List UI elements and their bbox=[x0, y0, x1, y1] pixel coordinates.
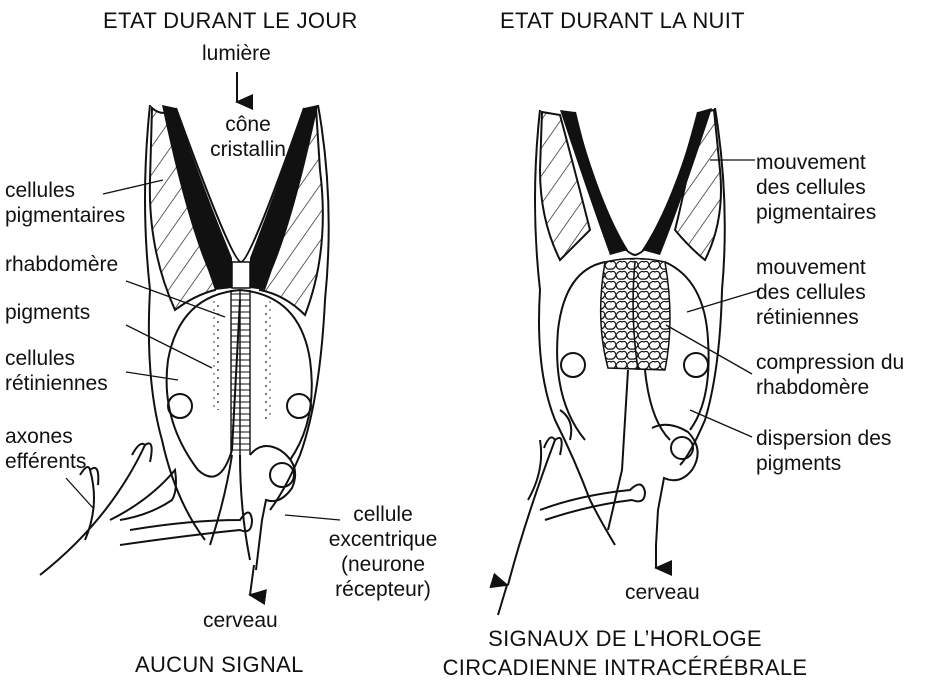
eccentric-cell-label-line1: cellule bbox=[320, 502, 446, 527]
cone-label-line1: cône bbox=[208, 112, 288, 137]
retinal-cells-label-line1: cellules bbox=[5, 346, 108, 371]
pigment-movement-label-line1: mouvement bbox=[756, 150, 876, 175]
night-caption: SIGNAUX DE L’HORLOGE CIRCADIENNE INTRACÉ… bbox=[420, 624, 830, 682]
night-retinal-nucleus-left bbox=[561, 353, 585, 377]
light-label: lumière bbox=[202, 41, 271, 66]
retinal-cells-label-line2: rétiniennes bbox=[5, 371, 108, 396]
night-caption-line2: CIRCADIENNE INTRACÉRÉBRALE bbox=[420, 653, 830, 682]
night-title: ETAT DURANT LA NUIT bbox=[500, 8, 745, 34]
eccentric-cell-label-line2: excentrique bbox=[320, 527, 446, 552]
pigment-cells-label-line2: pigmentaires bbox=[5, 203, 125, 228]
retinal-movement-label-line2: des cellules bbox=[756, 280, 866, 305]
efferent-axons-label: axones efférents bbox=[5, 424, 86, 474]
pigment-dispersion-label-line1: dispersion des bbox=[756, 426, 891, 451]
pigment-dispersion-label: dispersion des pigments bbox=[756, 426, 891, 476]
day-caption: AUCUN SIGNAL bbox=[135, 652, 304, 678]
night-retinal-nucleus-right bbox=[684, 353, 708, 377]
night-caption-line1: SIGNAUX DE L’HORLOGE bbox=[420, 624, 830, 653]
pigment-movement-label: mouvement des cellules pigmentaires bbox=[756, 150, 876, 225]
eccentric-cell-label: cellule excentrique (neurone récepteur) bbox=[320, 502, 446, 602]
pigment-cells-label-line1: cellules bbox=[5, 178, 125, 203]
retinal-cells-label: cellules rétiniennes bbox=[5, 346, 108, 396]
pigment-movement-label-line3: pigmentaires bbox=[756, 200, 876, 225]
night-pigment-cell-left bbox=[540, 112, 590, 260]
day-pigment-granules-left bbox=[212, 300, 220, 410]
rhabdomere-label: rhabdomère bbox=[5, 252, 118, 277]
pigment-movement-label-line2: des cellules bbox=[756, 175, 876, 200]
day-title: ETAT DURANT LE JOUR bbox=[103, 8, 358, 34]
rhabdomere-compression-label: compression du rhabdomère bbox=[756, 350, 904, 400]
retinal-movement-label-line1: mouvement bbox=[756, 255, 866, 280]
cone-label-line2: cristallin bbox=[208, 137, 288, 162]
night-ommatidium bbox=[498, 108, 725, 615]
night-brain-label: cerveau bbox=[625, 580, 700, 605]
retinal-movement-label: mouvement des cellules rétiniennes bbox=[756, 255, 866, 330]
eccentric-cell-label-line3: (neurone bbox=[320, 552, 446, 577]
retinal-movement-label-line3: rétiniennes bbox=[756, 305, 866, 330]
day-brain-label: cerveau bbox=[203, 608, 278, 633]
pigment-cells-label: cellules pigmentaires bbox=[5, 178, 125, 228]
night-eccentric-nucleus bbox=[671, 437, 693, 459]
day-retinal-nucleus-right bbox=[287, 394, 311, 418]
pigment-dispersion-label-line2: pigments bbox=[756, 451, 891, 476]
efferent-axons-label-line1: axones bbox=[5, 424, 86, 449]
rhabdomere-compression-label-line1: compression du bbox=[756, 350, 904, 375]
eccentric-cell-label-line4: récepteur) bbox=[320, 577, 446, 602]
cone-label: cône cristallin bbox=[208, 112, 288, 162]
day-retinal-nucleus-left bbox=[168, 394, 192, 418]
efferent-axons-label-line2: efférents bbox=[5, 449, 86, 474]
rhabdomere-compression-label-line2: rhabdomère bbox=[756, 375, 904, 400]
day-pigment-granules-right bbox=[263, 300, 271, 420]
pigments-label: pigments bbox=[5, 300, 90, 325]
